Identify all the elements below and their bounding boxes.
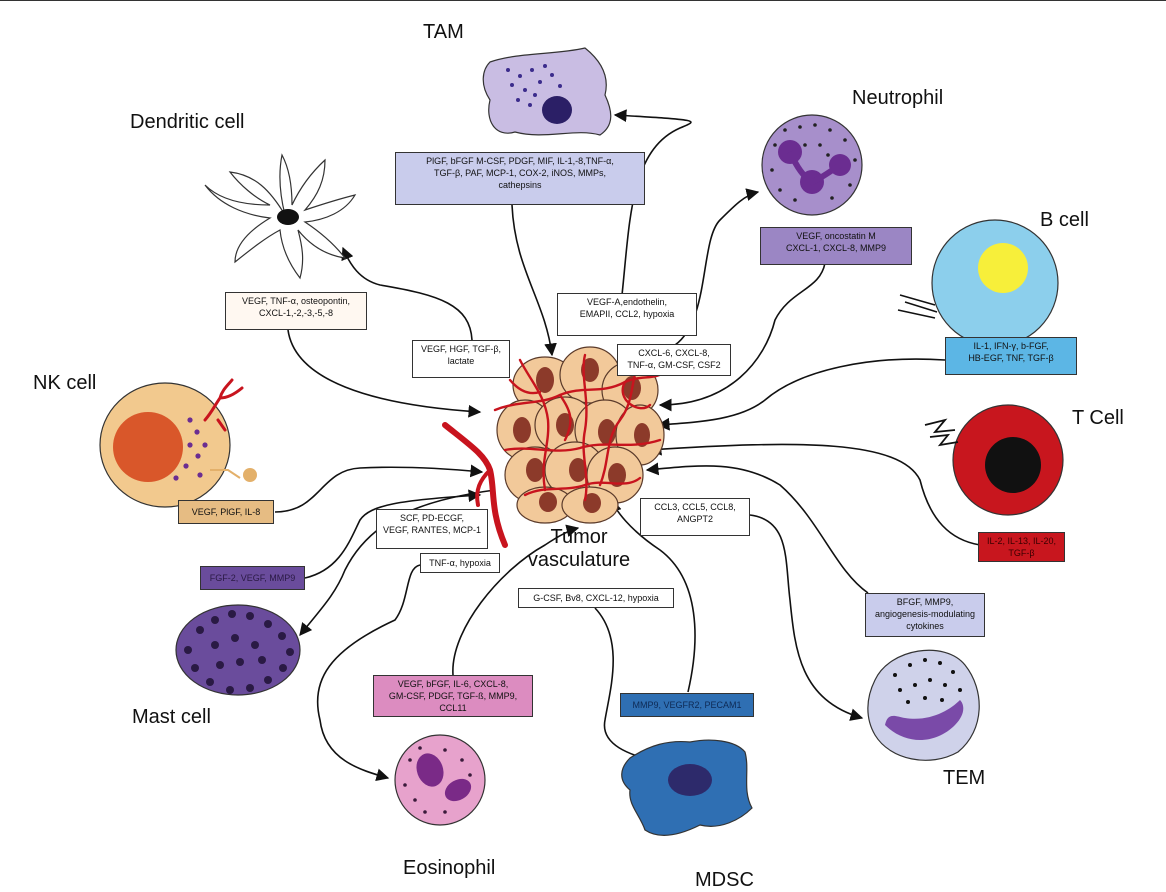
tumor-microvessels bbox=[493, 353, 667, 502]
mdsc-cell-illustration bbox=[621, 739, 753, 837]
to-eosinophil-box: TNF-α, hypoxia bbox=[420, 553, 500, 573]
to-mast-box: SCF, PD-ECGF, VEGF, RANTES, MCP-1 bbox=[376, 509, 488, 549]
neutrophil-label: Neutrophil bbox=[852, 87, 944, 109]
tam-cell-illustration bbox=[482, 47, 612, 136]
arrow-nk-to-tumor bbox=[274, 464, 484, 513]
mast-cell-label: Mast cell bbox=[132, 706, 211, 728]
arrow-tumor-to-dendritic bbox=[341, 246, 473, 341]
tem-label: TEM bbox=[943, 767, 986, 789]
arrow-mdsc-to-tumor bbox=[609, 498, 696, 693]
b-cell-label: B cell bbox=[1040, 209, 1089, 231]
arrow-bcell-to-tumor bbox=[656, 358, 946, 431]
tam-label: TAM bbox=[423, 21, 464, 43]
t-cell-label: T Cell bbox=[1072, 407, 1124, 429]
tem-cell-illustration bbox=[867, 649, 980, 761]
tumor-vasculature-label: Tumor vasculature bbox=[500, 526, 658, 572]
arrow-tam-to-tumor bbox=[511, 204, 557, 357]
arrow-eosinophil-to-tumor bbox=[452, 524, 580, 676]
arrow-dendritic-to-tumor bbox=[287, 329, 482, 418]
dendritic-cell-illustration bbox=[204, 153, 357, 280]
mast-factors-box: FGF-2, VEGF, MMP9 bbox=[200, 566, 305, 590]
to-tem-box: CCL3, CCL5, CCL8, ANGPT2 bbox=[640, 498, 750, 536]
dendritic-cell-label: Dendritic cell bbox=[130, 111, 245, 133]
dendritic-factors-box: VEGF, TNF-α, osteopontin, CXCL-1,-2,-3,-… bbox=[225, 292, 367, 330]
tumor-vasculature-line2: vasculature bbox=[527, 549, 631, 571]
to-mdsc-box: G-CSF, Bv8, CXCL-12, hypoxia bbox=[518, 588, 674, 608]
tumor-nuclei bbox=[513, 358, 650, 513]
arrow-tumor-to-tem bbox=[749, 514, 864, 721]
arrow-tem-to-tumor bbox=[645, 462, 869, 594]
b-cell-factors-box: IL-1, IFN-γ, b-FGF, HB-EGF, TNF, TGF-β bbox=[945, 337, 1077, 375]
nk-cell-illustration bbox=[99, 378, 257, 508]
nk-factors-box: VEGF, PlGF, IL-8 bbox=[178, 500, 274, 524]
tem-factors-box: BFGF, MMP9, angiogenesis-modulating cyto… bbox=[865, 593, 985, 637]
neutrophil-cell-illustration bbox=[761, 114, 863, 216]
neutrophil-factors-box: VEGF, oncostatin M CXCL-1, CXCL-8, MMP9 bbox=[760, 227, 912, 265]
tumor-vasculature-line1: Tumor bbox=[550, 526, 608, 548]
mdsc-factors-box: MMP9, VEGFR2, PECAM1 bbox=[620, 693, 754, 717]
b-cell-illustration bbox=[897, 219, 1059, 347]
arrow-tumor-to-tam bbox=[613, 109, 692, 296]
mdsc-label: MDSC bbox=[695, 869, 754, 891]
nk-cell-label: NK cell bbox=[33, 372, 97, 394]
to-tam-box: VEGF-A,endothelin, EMAPII, CCL2, hypoxia bbox=[557, 293, 697, 336]
arrows bbox=[274, 109, 981, 781]
to-neutrophil-box: CXCL-6, CXCL-8, TNF-α, GM-CSF, CSF2 bbox=[617, 344, 731, 376]
arrow-tcell-to-tumor bbox=[648, 442, 981, 546]
t-cell-factors-box: IL-2, IL-13, IL-20, TGF-β bbox=[978, 532, 1065, 562]
tumor-cluster bbox=[442, 346, 667, 548]
eosinophil-label: Eosinophil bbox=[403, 857, 496, 879]
arrow-mast-to-tumor bbox=[304, 489, 482, 579]
mast-cell-illustration bbox=[175, 604, 301, 696]
t-cell-illustration bbox=[924, 404, 1064, 516]
eosinophil-cell-illustration bbox=[394, 734, 486, 826]
arrow-tumor-to-mdsc bbox=[594, 607, 659, 766]
tam-factors-box: PlGF, bFGF M-CSF, PDGF, MIF, IL-1,-8,TNF… bbox=[395, 152, 645, 205]
to-dendritic-box: VEGF, HGF, TGF-β, lactate bbox=[412, 340, 510, 378]
arrow-tumor-to-mast bbox=[299, 489, 496, 636]
top-rule bbox=[0, 0, 1166, 1]
arrow-tumor-to-eosinophil bbox=[316, 564, 421, 781]
vessel-branch bbox=[475, 468, 492, 507]
eosinophil-factors-box: VEGF, bFGF, IL-6, CXCL-8, GM-CSF, PDGF, … bbox=[373, 675, 533, 717]
arrow-neutrophil-to-tumor bbox=[658, 262, 826, 412]
